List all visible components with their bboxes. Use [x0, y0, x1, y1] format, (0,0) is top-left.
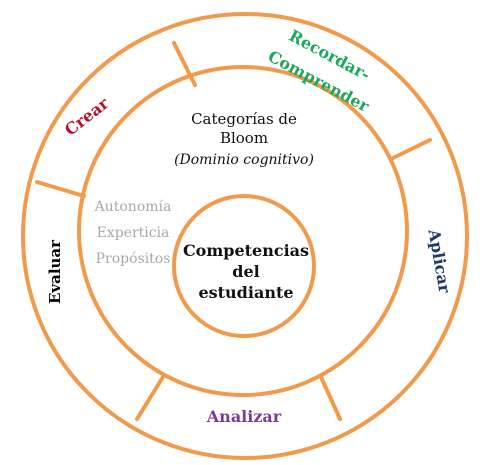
categories-line1: Categorías de	[191, 110, 297, 128]
outer-ring	[21, 12, 469, 460]
center-line3: estudiante	[198, 283, 293, 302]
center-line2: del	[232, 262, 259, 281]
segment-analizar: Analizar	[206, 407, 282, 426]
divider-bottom-left	[135, 375, 165, 421]
middle-ring	[77, 65, 409, 397]
divider-bottom-right	[319, 375, 342, 421]
segment-aplicar: Aplicar	[424, 227, 454, 295]
gray-line3: Propósitos	[96, 251, 171, 267]
divider-top	[172, 41, 197, 87]
divider-top-right	[391, 138, 432, 160]
categories-line3: (Dominio cognitivo)	[174, 152, 314, 168]
center-line1: Competencias	[183, 241, 309, 260]
segment-evaluar: Evaluar	[46, 239, 64, 304]
gray-line2: Experticia	[97, 225, 170, 241]
inner-ring	[172, 194, 316, 338]
categories-line2: Bloom	[220, 129, 268, 147]
divider-left	[35, 180, 86, 198]
gray-line1: Autonomía	[94, 199, 172, 215]
dividers	[35, 41, 432, 421]
